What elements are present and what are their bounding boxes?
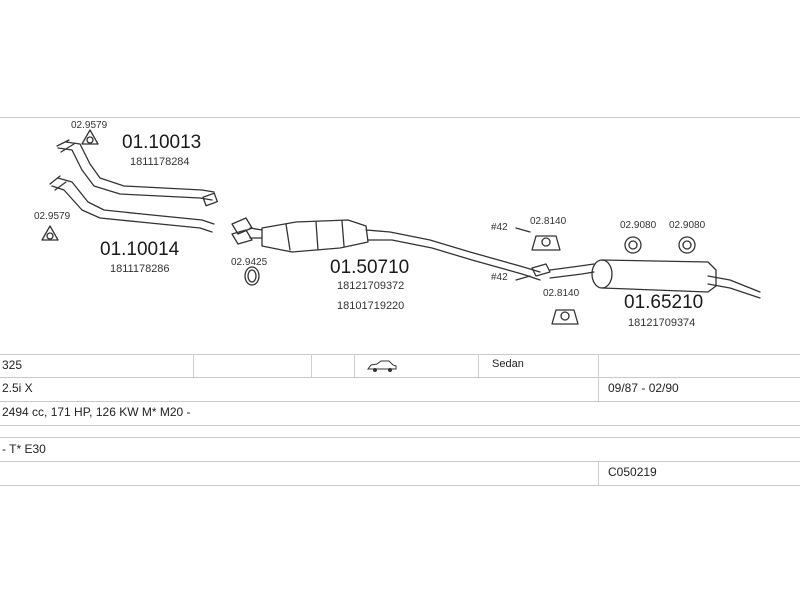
rubber-2-label: 02.9080 xyxy=(669,220,706,231)
divider xyxy=(478,354,479,377)
rear-silencer xyxy=(531,259,761,299)
divider xyxy=(598,354,599,377)
front-pipe-b xyxy=(49,175,215,233)
vehicle-type: - T* E30 xyxy=(2,442,46,456)
vehicle-engine: 2.5i X xyxy=(2,381,33,395)
rubber-1-label: 02.9080 xyxy=(620,220,657,231)
pipe-a-code: 01.10013 xyxy=(122,132,202,153)
vehicle-code: C050219 xyxy=(608,465,657,479)
rear-silencer-oe: 18121709374 xyxy=(628,317,696,329)
vehicle-spec: 2494 cc, 171 HP, 126 KW M* M20 - xyxy=(2,405,191,419)
divider xyxy=(0,401,800,402)
divider xyxy=(0,377,800,378)
hanger-bottom-label: 02.8140 xyxy=(543,288,580,299)
gasket-bottom-label: 02.9579 xyxy=(34,211,71,222)
front-pipe-a xyxy=(56,139,218,207)
rear-silencer-code: 01.65210 xyxy=(624,292,704,313)
divider xyxy=(598,377,599,401)
mid-silencer-oe1: 18121709372 xyxy=(337,280,405,292)
divider xyxy=(0,461,800,462)
divider xyxy=(0,425,800,426)
divider xyxy=(0,437,800,438)
rubber-ring-2 xyxy=(678,236,696,254)
hanger-bottom xyxy=(551,309,579,325)
gasket-top-label: 02.9579 xyxy=(71,120,108,131)
rubber-ring-1 xyxy=(624,236,642,254)
gasket-top xyxy=(81,129,99,145)
divider xyxy=(311,354,312,377)
hanger-top xyxy=(531,235,561,251)
vehicle-body: Sedan xyxy=(492,358,524,370)
divider xyxy=(0,354,800,355)
car-sedan-icon xyxy=(366,358,398,374)
mid-silencer-oe2: 18101719220 xyxy=(337,300,405,312)
divider xyxy=(0,117,800,118)
gasket-bottom xyxy=(41,225,59,241)
mid-silencer-assembly xyxy=(231,217,541,281)
mid-silencer-code: 01.50710 xyxy=(330,257,410,278)
pipe-b-oe: 1811178286 xyxy=(110,263,170,275)
divider xyxy=(0,485,800,486)
divider xyxy=(354,354,355,377)
divider xyxy=(598,461,599,485)
clamp-bottom-label: #42 xyxy=(491,272,508,283)
clamp-top-label: #42 xyxy=(491,222,508,233)
hanger-top-label: 02.8140 xyxy=(530,216,567,227)
ring-label: 02.9425 xyxy=(231,257,268,268)
clamp-arrows xyxy=(515,227,531,281)
divider xyxy=(193,354,194,377)
vehicle-model: 325 xyxy=(2,358,23,372)
pipe-b-code: 01.10014 xyxy=(100,239,180,260)
vehicle-years: 09/87 - 02/90 xyxy=(608,381,679,395)
pipe-a-oe: 1811178284 xyxy=(130,156,190,168)
ring-part xyxy=(244,266,260,286)
